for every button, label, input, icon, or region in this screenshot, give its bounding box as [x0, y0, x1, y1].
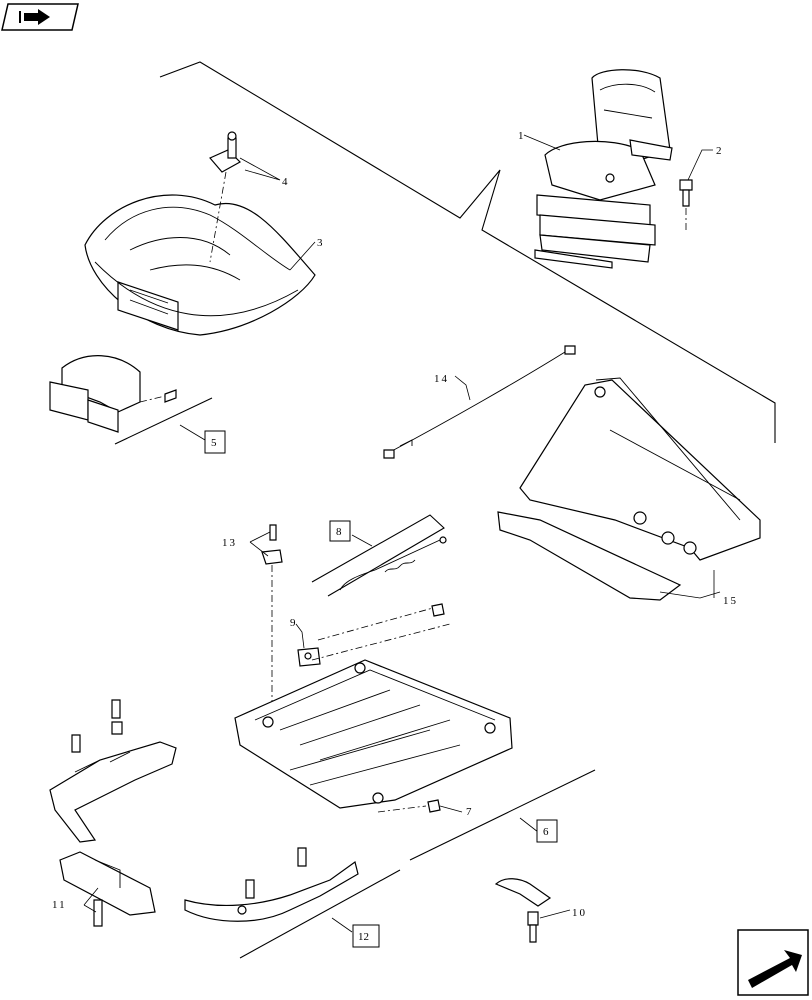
- callout-14: 14: [434, 373, 449, 385]
- svg-text:8: 8: [336, 526, 342, 538]
- boxed-callout-5: 5: [204, 430, 226, 454]
- base-plate-6: [234, 659, 513, 809]
- svg-text:12: 12: [358, 931, 369, 943]
- callout-9: 9: [290, 617, 298, 629]
- callout-10: 10: [572, 907, 587, 919]
- assembly-frame-line: [159, 61, 776, 443]
- seat-assembly: [534, 69, 673, 269]
- book-arrow-icon[interactable]: [1, 3, 79, 31]
- callout-1: 1: [518, 130, 526, 142]
- callout-15: 15: [723, 595, 738, 607]
- callout-11: 11: [52, 899, 67, 911]
- callout-13: 13: [222, 537, 237, 549]
- callout-3: 3: [317, 237, 325, 249]
- svg-text:6: 6: [543, 826, 549, 838]
- rod-spring-8: [339, 536, 447, 591]
- clip-4: [209, 131, 241, 173]
- bracket-9: [297, 647, 321, 667]
- boxed-callout-6: 6: [536, 819, 558, 843]
- left-rail: [49, 699, 177, 843]
- right-rail-12: [184, 847, 359, 922]
- boxed-callout-8: 8: [329, 520, 351, 542]
- nut-7: [427, 799, 441, 813]
- wire-harness-14: [383, 345, 576, 459]
- lever-10: [494, 878, 552, 943]
- callout-7: 7: [466, 806, 474, 818]
- boxed-callout-12: 12: [352, 924, 380, 948]
- bolt-2: [679, 179, 693, 207]
- callout-4: 4: [282, 176, 290, 188]
- callout-2: 2: [716, 145, 724, 157]
- seat-bracket-5: [49, 355, 177, 433]
- seat-support-15: [497, 377, 761, 601]
- svg-text:5: 5: [211, 437, 217, 449]
- seat-cushion: [84, 194, 316, 336]
- latch-bracket-11: [59, 851, 156, 927]
- next-page-arrow-icon[interactable]: [737, 929, 809, 996]
- stud-13: [261, 524, 283, 565]
